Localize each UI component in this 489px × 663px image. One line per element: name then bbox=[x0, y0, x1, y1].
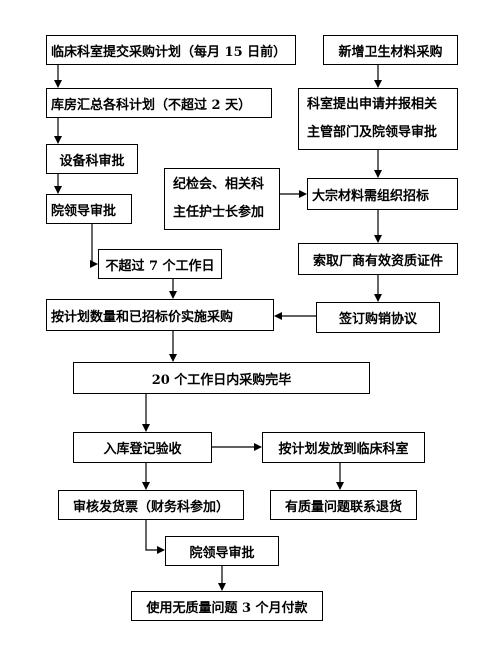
box-submit-plan: 临床科室提交采购计划（每月 15 日前） bbox=[46, 35, 296, 65]
box-dept-apply-line2: 主管部门及院领导审批 bbox=[307, 125, 438, 140]
box-warehouse-inspection-text: 入库登记验收 bbox=[103, 442, 182, 457]
box-discipline-committee: 纪检会、相关科 主任护士长参加 bbox=[164, 168, 280, 230]
arrow-leader-to-7days bbox=[90, 224, 98, 268]
box-leader-approval-2-text: 院领导审批 bbox=[189, 545, 255, 561]
box-warehouse-inspection: 入库登记验收 bbox=[73, 432, 212, 463]
box-payment-3-months-text: 使用无质量问题 3 个月付款 bbox=[146, 600, 308, 616]
box-return-defective: 有质量问题联系退货 bbox=[270, 490, 417, 520]
box-leader-approval-1: 院领导审批 bbox=[46, 194, 132, 224]
box-distribute-to-depts-text: 按计划发放到临床科室 bbox=[278, 442, 409, 457]
box-audit-invoice: 审核发货票（财务科参加） bbox=[58, 490, 244, 520]
box-vendor-credentials-text: 索取厂商有效资质证件 bbox=[312, 253, 443, 269]
box-payment-3-months: 使用无质量问题 3 个月付款 bbox=[131, 591, 323, 621]
box-within-7-days: 不超过 7 个工作日 bbox=[98, 249, 222, 279]
arrow-invoice-to-leader2 bbox=[145, 520, 165, 554]
box-return-defective-text: 有质量问题联系退货 bbox=[284, 499, 402, 515]
box-warehouse-summary: 库房汇总各科计划（不超过 2 天） bbox=[46, 88, 272, 118]
box-submit-plan-text: 临床科室提交采购计划（每月 15 日前） bbox=[51, 44, 287, 60]
box-purchase-by-plan: 按计划数量和已招标价实施采购 bbox=[46, 299, 274, 331]
box-audit-invoice-text: 审核发货票（财务科参加） bbox=[72, 499, 229, 515]
box-distribute-to-depts: 按计划发放到临床科室 bbox=[262, 432, 425, 463]
box-bulk-tender-text: 大宗材料需组织招标 bbox=[312, 188, 430, 204]
box-purchase-by-plan-text: 按计划数量和已招标价实施采购 bbox=[51, 309, 234, 325]
box-discipline-committee-line2: 主任护士长参加 bbox=[173, 205, 265, 220]
box-equipment-approval: 设备科审批 bbox=[46, 144, 138, 174]
box-dept-apply: 科室提出申请并报相关 主管部门及院领导审批 bbox=[298, 88, 458, 150]
box-sign-agreement-text: 签订购销协议 bbox=[338, 312, 417, 327]
box-warehouse-summary-text: 库房汇总各科计划（不超过 2 天） bbox=[51, 97, 252, 113]
box-leader-approval-1-text: 院领导审批 bbox=[51, 203, 117, 219]
box-sign-agreement: 签订购销协议 bbox=[316, 302, 440, 333]
box-bulk-tender: 大宗材料需组织招标 bbox=[307, 178, 458, 210]
box-within-7-days-text: 不超过 7 个工作日 bbox=[105, 258, 215, 274]
box-vendor-credentials: 索取厂商有效资质证件 bbox=[298, 243, 458, 275]
box-equipment-approval-text: 设备科审批 bbox=[59, 153, 125, 169]
box-complete-in-20-days: 20 个工作日内采购完毕 bbox=[73, 362, 370, 394]
box-discipline-committee-line1: 纪检会、相关科 bbox=[173, 177, 265, 192]
box-complete-in-20-days-text: 20 个工作日内采购完毕 bbox=[151, 372, 292, 388]
box-dept-apply-line1: 科室提出申请并报相关 bbox=[307, 97, 438, 112]
box-leader-approval-2: 院领导审批 bbox=[165, 536, 279, 566]
box-new-supply-purchase-text: 新增卫生材料采购 bbox=[338, 44, 443, 60]
box-new-supply-purchase: 新增卫生材料采购 bbox=[323, 35, 458, 65]
